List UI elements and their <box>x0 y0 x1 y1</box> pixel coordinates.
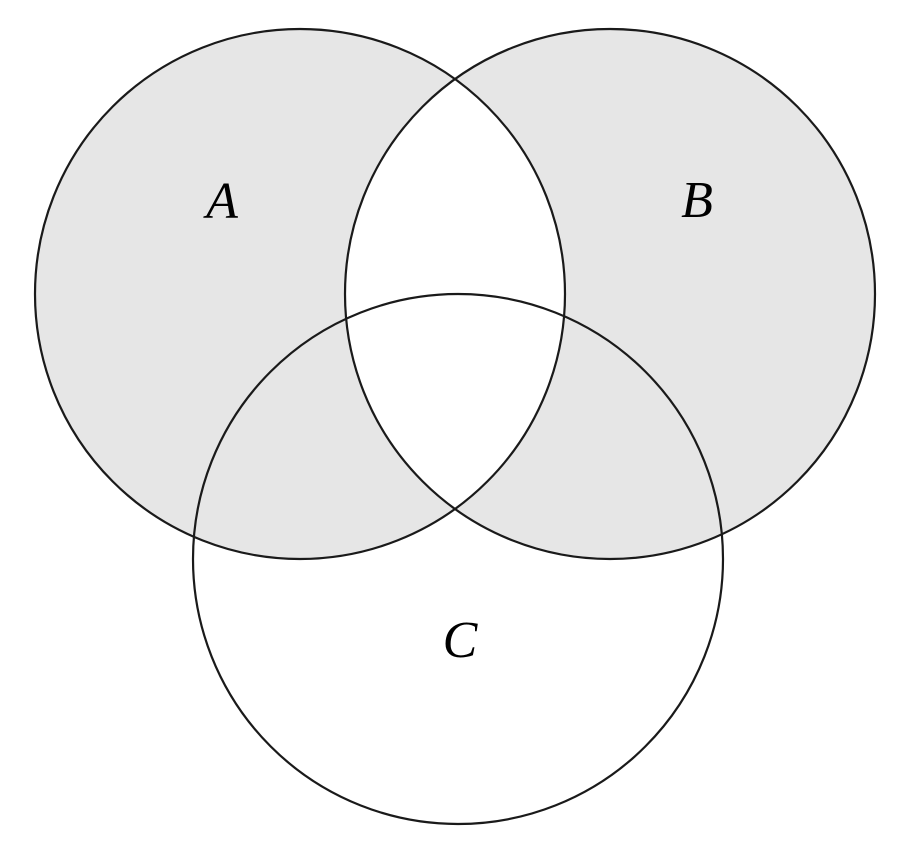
set-labels: A B C <box>203 172 713 669</box>
circle-set-b[interactable] <box>343 27 877 561</box>
set-label-a: A <box>203 173 238 230</box>
set-label-c: C <box>443 612 479 669</box>
circle-set-a[interactable] <box>33 27 567 561</box>
set-label-b: B <box>681 172 713 229</box>
circle-set-c[interactable] <box>191 292 725 826</box>
circle-outlines <box>33 27 877 826</box>
